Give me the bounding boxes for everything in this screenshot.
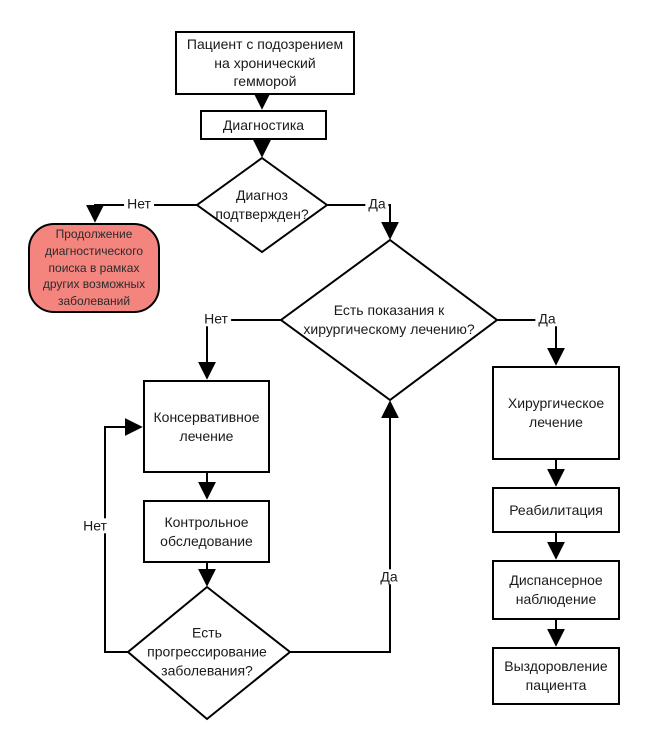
edge-label-surgery-yes: Да: [535, 310, 559, 327]
decision-surgery-indications: [279, 238, 499, 402]
node-diagnostics: Диагностика: [200, 110, 327, 140]
edge-label-progression-no: Нет: [80, 517, 110, 534]
node-surgical-treatment: Хирургическое лечение: [492, 366, 620, 460]
node-continue-search: Продолжение диагностического поиска в ра…: [28, 223, 160, 313]
decision-diagnosis-confirmed-label: Диагноз подтвержден?: [215, 187, 309, 222]
edge-label-progression-yes: Да: [377, 568, 401, 585]
edge-label-surgery-no: Нет: [201, 310, 231, 327]
node-dispensary-observation: Диспансерное наблюдение: [492, 560, 620, 620]
decision-diagnosis-confirmed: [195, 156, 329, 254]
edge-surgery-no-to-conservative: [198, 319, 281, 380]
node-conservative-treatment: Консервативное лечение: [143, 380, 270, 473]
node-patient-recovery: Выздоровление пациента: [492, 647, 620, 705]
edge-diagnosis-yes-to-surgery-indications: [327, 204, 399, 240]
decision-surgery-indications-label: Есть показания к хирургическому лечению?: [303, 302, 475, 337]
decision-disease-progression: [126, 585, 292, 721]
edge-label-diagnosis-yes: Да: [365, 195, 389, 212]
edge-label-diagnosis-no: Нет: [124, 195, 154, 212]
edge-progression-no-loop-to-conservative: [104, 418, 143, 653]
node-control-examination: Контрольное обследование: [143, 500, 270, 563]
edge-progression-yes-to-surgery-indications: [290, 400, 399, 653]
edge-diagnosis-no-to-continue-search: [86, 204, 197, 223]
decision-disease-progression-label: Есть прогрессирование заболевания?: [147, 624, 267, 679]
node-rehabilitation: Реабилитация: [492, 487, 620, 533]
node-patient: Пациент с подозрением на хронический гем…: [175, 31, 355, 95]
